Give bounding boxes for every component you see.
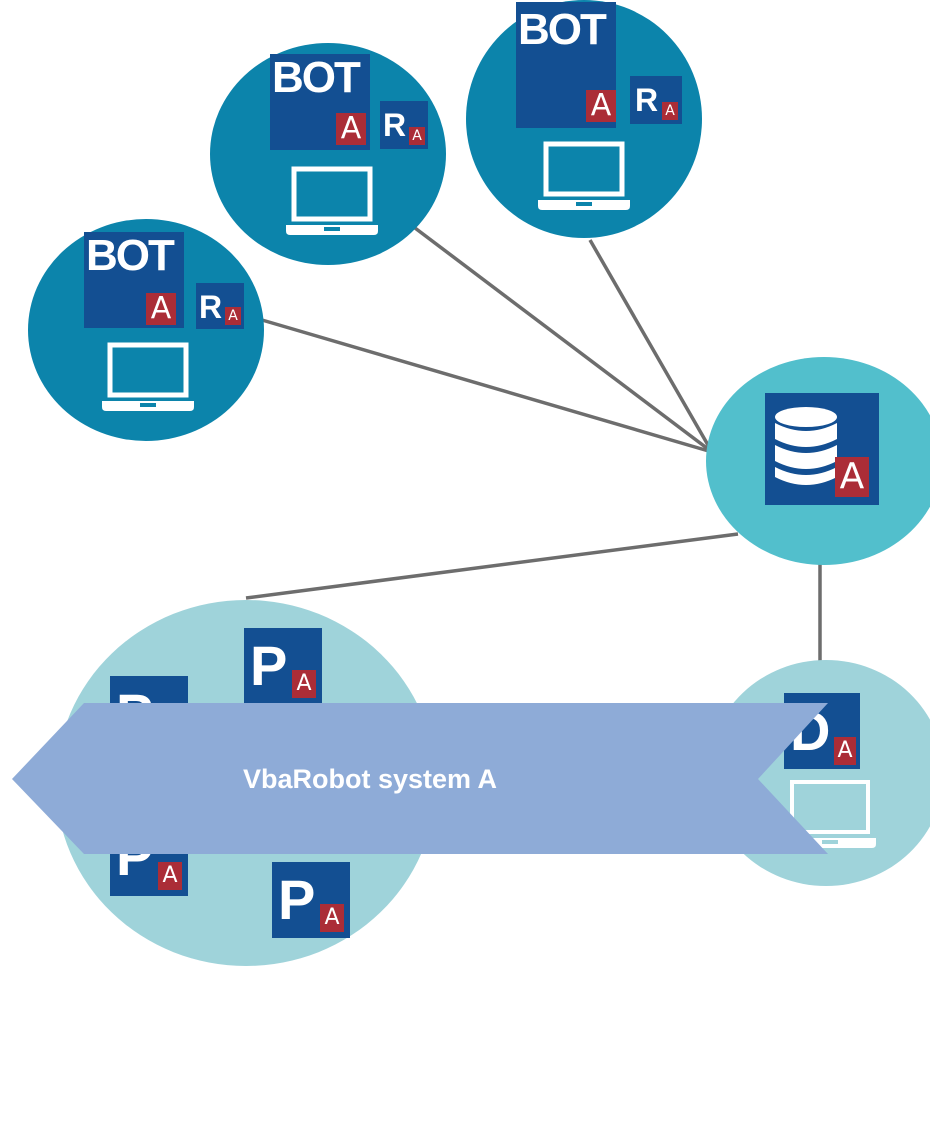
p-letter: P — [278, 868, 316, 931]
developer-node[interactable]: D A — [708, 660, 930, 886]
process-tile: P A — [110, 676, 188, 754]
developer-tile: D A — [784, 693, 860, 769]
r-letter: R — [635, 82, 659, 118]
bot-label: BOT — [518, 5, 607, 54]
laptop-icon — [784, 780, 876, 848]
r-sub-badge: A — [225, 307, 241, 325]
database-icon — [775, 407, 837, 485]
bot-label: BOT — [86, 231, 175, 280]
bot-tile: BOT A — [516, 2, 616, 128]
footer-label: VbaRobot system A — [242, 764, 498, 794]
database-node[interactable]: A — [706, 357, 930, 565]
bot-label: BOT — [272, 53, 361, 102]
p-letter: P — [250, 634, 288, 697]
r-sub-badge: A — [662, 102, 678, 120]
connector-processes — [245, 532, 739, 600]
p-letter: P — [116, 824, 154, 887]
p-sub-badge: A — [320, 904, 344, 932]
bot-tile: BOT A — [84, 232, 184, 328]
process-tile: P A — [110, 818, 188, 896]
database-tile: A — [765, 393, 879, 505]
a-badge: A — [336, 113, 366, 145]
p-sub-badge: A — [292, 670, 316, 698]
p-letter: P — [116, 682, 154, 745]
laptop-icon — [102, 342, 194, 411]
r-tile: R A — [196, 283, 244, 329]
p-sub-badge: A — [158, 720, 182, 748]
connector-bot-3 — [588, 239, 714, 453]
process-tile: P A — [272, 862, 350, 938]
laptop-icon — [538, 141, 630, 210]
d-sub-badge: A — [834, 737, 856, 765]
r-letter: R — [199, 289, 223, 325]
bot-node-3[interactable]: BOT A R A — [466, 0, 702, 238]
a-badge: A — [586, 90, 616, 122]
r-tile: R A — [630, 76, 682, 124]
d-letter: D — [790, 699, 831, 762]
bot-node-1[interactable]: BOT A R A — [28, 219, 264, 441]
laptop-icon — [286, 166, 378, 235]
p-sub-badge: A — [158, 862, 182, 890]
process-tile: P A — [244, 628, 322, 704]
bot-node-2[interactable]: BOT A R A — [210, 43, 446, 265]
a-badge: A — [835, 457, 869, 497]
connector-bot-2 — [413, 226, 714, 454]
r-tile: R A — [380, 101, 428, 149]
connector-bot-1 — [261, 318, 713, 454]
r-letter: R — [383, 107, 407, 143]
bot-tile: BOT A — [270, 54, 370, 150]
r-sub-badge: A — [409, 127, 425, 145]
a-badge: A — [146, 293, 176, 325]
